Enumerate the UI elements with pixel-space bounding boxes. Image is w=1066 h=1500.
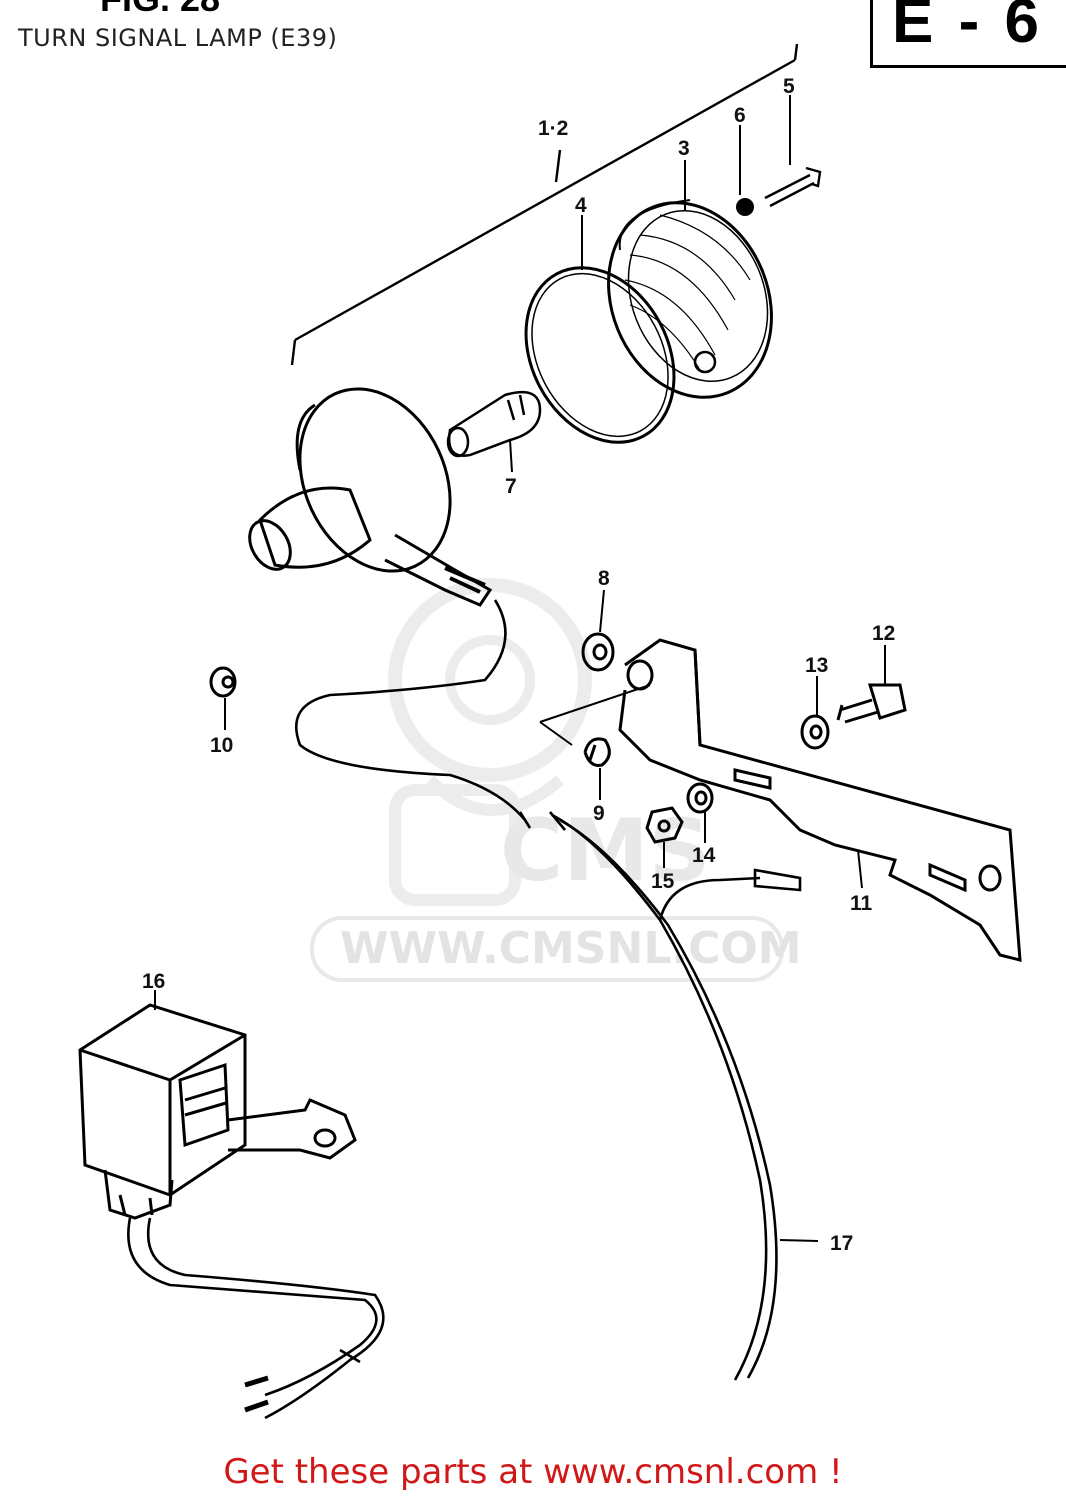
callout-16: 16 xyxy=(142,970,165,993)
flasher-relay-part xyxy=(78,1003,357,1220)
lock-washer-part xyxy=(583,737,611,767)
callout-5: 5 xyxy=(783,75,795,98)
lamp-wire xyxy=(294,599,532,829)
callout-12: 12 xyxy=(872,622,895,645)
bulb-part xyxy=(446,390,542,458)
callout-3: 3 xyxy=(678,137,690,160)
lamp-housing xyxy=(248,387,493,607)
lock-washer-14-part xyxy=(686,782,714,814)
callout-15: 15 xyxy=(651,870,675,893)
callout-8: 8 xyxy=(598,567,610,590)
screw-part xyxy=(764,166,822,208)
section-box xyxy=(870,0,1066,68)
bracket-pointer xyxy=(539,684,651,746)
relay-wire xyxy=(127,1217,385,1420)
wire-harness-part xyxy=(549,811,819,1381)
callout-11: 11 xyxy=(850,892,873,915)
nut-part xyxy=(736,198,754,216)
assembly-bracket xyxy=(290,43,799,366)
bracket-part xyxy=(618,638,1022,962)
callout-14: 14 xyxy=(692,844,716,867)
bolt-part xyxy=(836,683,907,724)
callout-13: 13 xyxy=(805,654,828,677)
callout-4: 4 xyxy=(575,194,587,217)
grommet-part xyxy=(209,666,237,698)
figure-label: FIG. 28 xyxy=(100,0,220,20)
callout-17: 17 xyxy=(830,1232,853,1255)
footer-link-text[interactable]: Get these parts at www.cmsnl.com ! xyxy=(223,1452,843,1492)
nut-15-part xyxy=(645,806,684,844)
callout-6: 6 xyxy=(734,104,746,127)
washer-part xyxy=(581,632,615,672)
callout-9: 9 xyxy=(593,802,605,825)
leader-lines xyxy=(154,95,886,1010)
watermark: CMS WWW.CMSNL.COM xyxy=(310,578,802,982)
watermark-text: WWW.CMSNL.COM xyxy=(340,923,802,974)
diagram-caption: TURN SIGNAL LAMP (E39) xyxy=(18,24,338,52)
washer-13-part xyxy=(800,714,830,750)
callout-7: 7 xyxy=(505,475,517,498)
gasket-part xyxy=(524,266,676,444)
svg-text:CMS: CMS xyxy=(500,801,711,901)
callout-10: 10 xyxy=(210,734,233,757)
lens-part xyxy=(607,199,773,399)
callouts: 1·2 3 4 5 6 7 8 9 10 11 12 13 14 15 16 1… xyxy=(142,75,895,1255)
section-label: E - 6 xyxy=(892,0,1043,56)
callout-1-2: 1·2 xyxy=(538,117,568,140)
